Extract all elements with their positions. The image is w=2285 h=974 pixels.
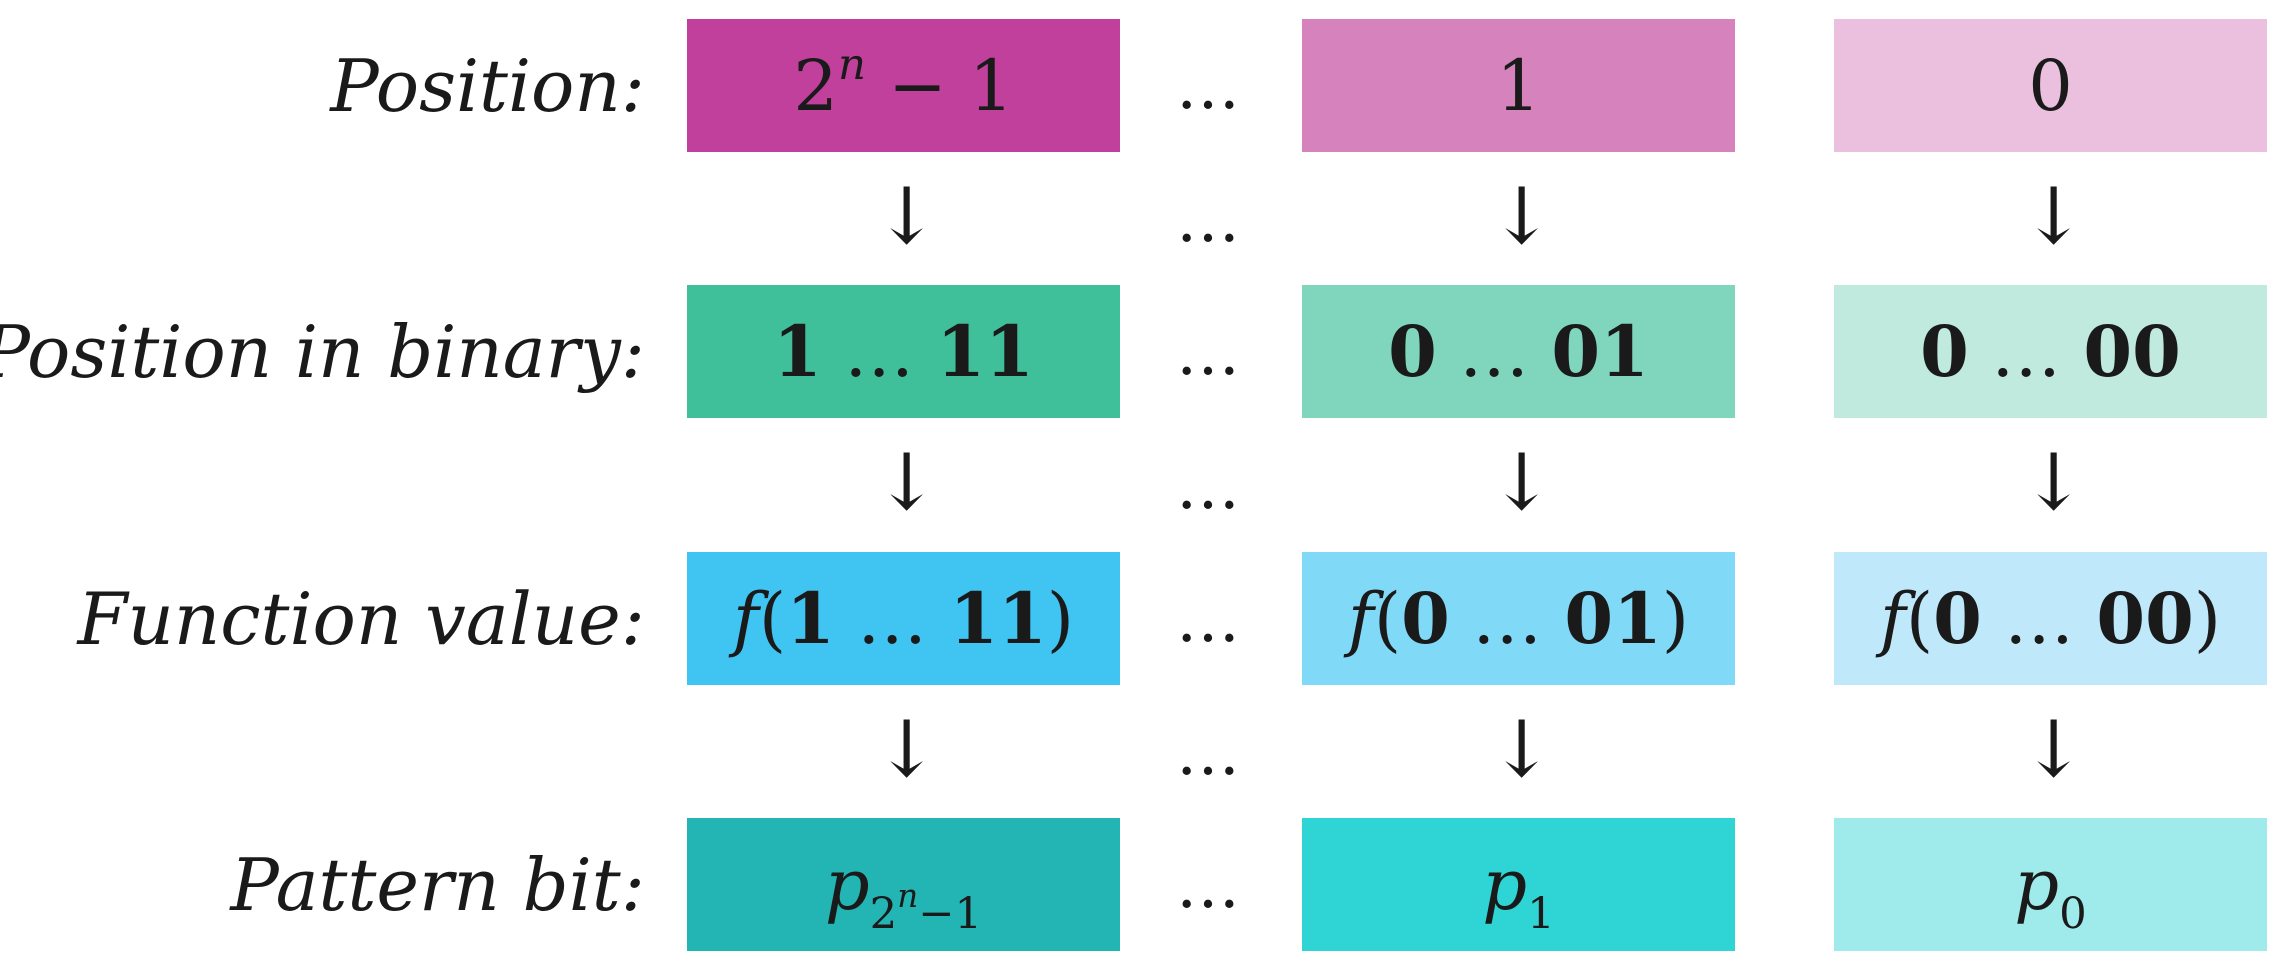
pattern-one-value: p1 xyxy=(1482,843,1555,939)
binary-cell-one: 0 … 01 xyxy=(1302,285,1735,418)
down-arrow-icon: ↓ xyxy=(1489,438,1555,528)
down-arrow-icon: ↓ xyxy=(2021,438,2087,528)
ellipsis-row-2: … xyxy=(1176,316,1244,390)
pattern-cell-last: p2n−1 xyxy=(687,818,1120,951)
function-zero-value: f(0 … 00) xyxy=(1879,577,2222,660)
position-zero-value: 0 xyxy=(2028,44,2073,127)
row-label-function-value: Function value: xyxy=(77,577,645,661)
pattern-last-value: p2n−1 xyxy=(824,843,983,939)
binary-last-value: 1 … 11 xyxy=(773,310,1034,393)
binary-cell-last: 1 … 11 xyxy=(687,285,1120,418)
function-cell-last: f(1 … 11) xyxy=(687,552,1120,685)
ellipsis-arrow-row-2: … xyxy=(1176,450,1244,524)
row-label-position: Position: xyxy=(330,44,645,128)
down-arrow-icon: ↓ xyxy=(874,705,940,795)
row-label-position-binary: Position in binary: xyxy=(0,310,645,394)
down-arrow-icon: ↓ xyxy=(2021,705,2087,795)
row-label-pattern-bit: Pattern bit: xyxy=(230,843,645,927)
position-cell-zero: 0 xyxy=(1834,19,2267,152)
position-one-value: 1 xyxy=(1496,44,1541,127)
function-cell-one: f(0 … 01) xyxy=(1302,552,1735,685)
position-cell-one: 1 xyxy=(1302,19,1735,152)
down-arrow-icon: ↓ xyxy=(1489,705,1555,795)
ellipsis-row-3: … xyxy=(1176,583,1244,657)
position-last-value: 2n − 1 xyxy=(793,39,1014,127)
ellipsis-arrow-row-1: … xyxy=(1176,183,1244,257)
ellipsis-arrow-row-3: … xyxy=(1176,716,1244,790)
function-one-value: f(0 … 01) xyxy=(1347,577,1690,660)
position-cell-last: 2n − 1 xyxy=(687,19,1120,152)
pattern-zero-value: p0 xyxy=(2014,843,2087,939)
binary-cell-zero: 0 … 00 xyxy=(1834,285,2267,418)
ellipsis-row-4: … xyxy=(1176,849,1244,923)
down-arrow-icon: ↓ xyxy=(1489,172,1555,262)
binary-one-value: 0 … 01 xyxy=(1388,310,1649,393)
ellipsis-row-1: … xyxy=(1176,50,1244,124)
function-last-value: f(1 … 11) xyxy=(732,577,1075,660)
function-cell-zero: f(0 … 00) xyxy=(1834,552,2267,685)
binary-zero-value: 0 … 00 xyxy=(1920,310,2181,393)
down-arrow-icon: ↓ xyxy=(874,172,940,262)
pattern-cell-one: p1 xyxy=(1302,818,1735,951)
down-arrow-icon: ↓ xyxy=(874,438,940,528)
down-arrow-icon: ↓ xyxy=(2021,172,2087,262)
pattern-cell-zero: p0 xyxy=(1834,818,2267,951)
